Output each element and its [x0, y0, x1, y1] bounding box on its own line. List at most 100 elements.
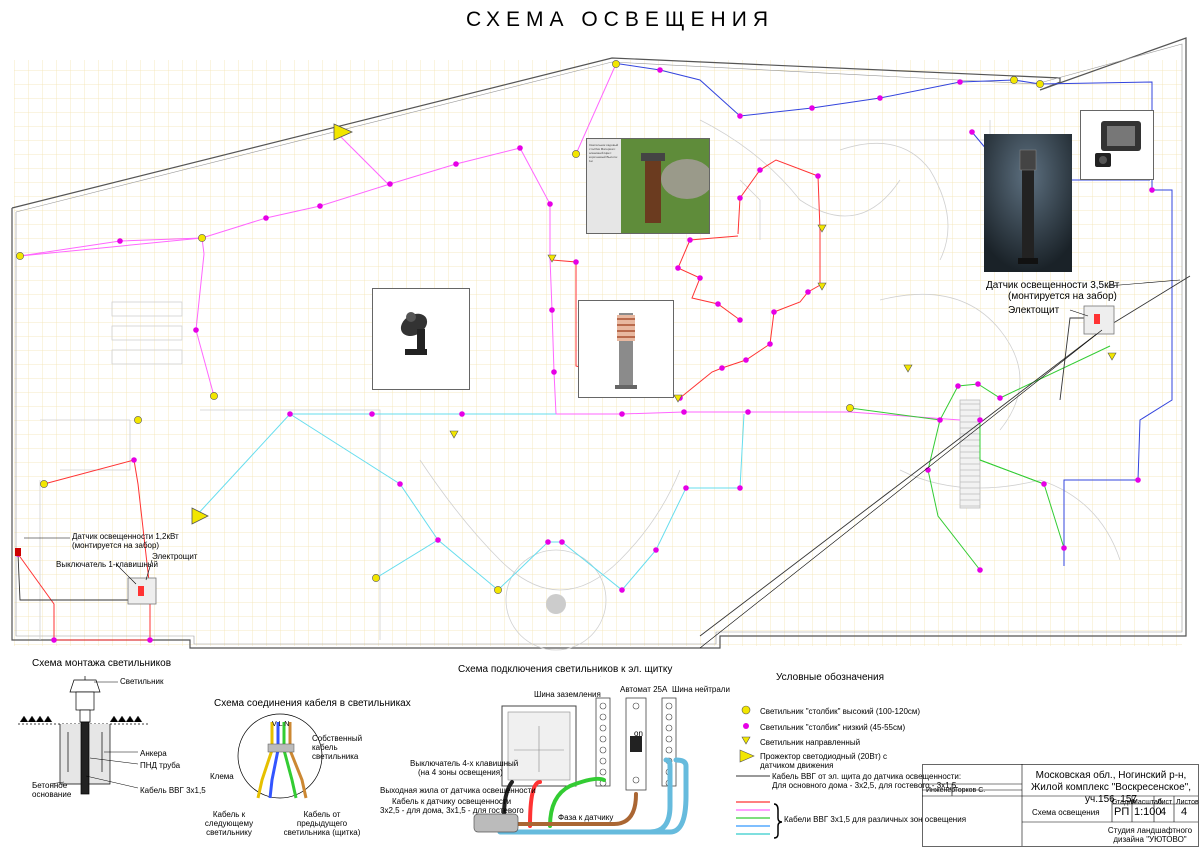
staircase [959, 399, 981, 509]
lamp-low-marker [683, 485, 689, 491]
legend-item-4: Прожектор светодиодный (20Вт) с датчиком… [760, 752, 887, 770]
label-panel-small: Электрощит [152, 552, 198, 561]
lamp-low-marker [715, 301, 721, 307]
bus-screw [599, 768, 607, 776]
label-mount-anchor: Анкера [140, 749, 167, 758]
bus-screw [599, 746, 607, 754]
label-off: off [634, 756, 643, 765]
lamp-low-marker [387, 181, 393, 187]
label-switch4-note: (на 4 зоны освещения) [418, 768, 503, 777]
lamp-low-marker [719, 365, 725, 371]
lamp-low-marker [757, 167, 763, 173]
lamp-low-marker [815, 173, 821, 179]
label-mount-concrete: Бетонное основание [32, 781, 72, 799]
lamp-low-marker [559, 539, 565, 545]
lamp-directional-marker [547, 254, 557, 263]
stamp-studio: Студия ландшафтного дизайна "УЮТОВО" [1107, 826, 1193, 844]
round-feature [546, 594, 566, 614]
lamp-high-marker [16, 252, 24, 260]
lamp-low-marker [937, 417, 943, 423]
stamp-sheets: 4 [1181, 806, 1188, 818]
label-phase: Фаза к датчику [558, 813, 614, 822]
lamp-low-marker [745, 409, 751, 415]
leader-lines [24, 279, 1181, 649]
lamp-low-marker [619, 587, 625, 593]
lamp-high-marker [372, 574, 380, 582]
photo-led-projector [1080, 110, 1154, 180]
legend-cable-main-note: Для основного дома - 3х2,5, для гостевог… [772, 781, 957, 790]
lamp-high-marker [846, 404, 854, 412]
lamp-low-marker [969, 129, 975, 135]
lamp-high-marker [494, 586, 502, 594]
photo-lamp-bollard-stripes [578, 300, 674, 398]
lamp-low-marker [653, 547, 659, 553]
label-ground-bus: Шина заземления [534, 690, 601, 699]
lamp-low-marker [549, 307, 555, 313]
lamp-low-marker [453, 161, 459, 167]
lamp-low-marker [955, 383, 961, 389]
lamp-low-marker [317, 203, 323, 209]
lamp-high-marker [40, 480, 48, 488]
mount-scheme-drawing [18, 676, 150, 795]
breaker-screw [632, 702, 640, 710]
lamp-low-marker [131, 457, 137, 463]
electrical-panel-big [1083, 305, 1115, 335]
cable-scheme-title: Схема соединения кабеля в светильниках [214, 698, 411, 709]
stamp-engineer-name: Торков С. [954, 787, 986, 794]
lamp-directional-marker [903, 364, 913, 373]
electrical-panel-small [127, 577, 157, 605]
photo-lamp-spot [372, 288, 470, 390]
stamp-sheet: 4 [1160, 806, 1167, 818]
photo-lamp-garden: Светильник садовый столбик Материал: алю… [586, 138, 710, 234]
lamp-directional-marker [449, 430, 459, 439]
label-next-cable: Кабель к следующему светильнику [204, 810, 254, 837]
label-on: on [634, 729, 643, 738]
breaker-screw [632, 776, 640, 784]
stamp-sheet-name: Схема освещения [1032, 808, 1100, 817]
lamp-low-marker [117, 238, 123, 244]
stamp-sheet-header: Лист [1157, 799, 1173, 806]
sensor-small-dot [15, 548, 21, 556]
label-mount-cable: Кабель ВВГ 3х1,5 [140, 786, 206, 795]
label-mount-lamp: Светильник [120, 677, 164, 686]
lamp-low-marker [687, 237, 693, 243]
legend-lamp-dir-symbol [741, 736, 751, 745]
stamp-scale: 1:100 [1134, 806, 1162, 818]
lamp-low-marker [675, 265, 681, 271]
lamp-low-marker [737, 113, 743, 119]
stamp-engineer-label: Инженер [926, 787, 956, 794]
lamp-low-marker [877, 95, 883, 101]
label-clamp: Клема [210, 772, 234, 781]
lamps-directional-group [449, 224, 1117, 439]
label-sensor-small-note: (монтируется на забор) [72, 541, 160, 550]
bus-screw [665, 724, 673, 732]
label-switch4: Выключатель 4-х клавишный [410, 759, 519, 768]
lamp-low-marker [287, 411, 293, 417]
lamp-low-marker [997, 395, 1003, 401]
stamp-stage: РП [1114, 806, 1130, 818]
lamp-low-marker [925, 467, 931, 473]
site-boundary [11, 37, 1187, 649]
legend-cable-lines [736, 775, 783, 839]
lamp-low-marker [435, 537, 441, 543]
lamp-low-marker [1135, 477, 1141, 483]
cable-connection-drawing [237, 713, 323, 799]
label-cable-sizes: 3х2,5 - для дома, 3х1,5 - для гостевого [380, 806, 524, 815]
spot-lamp-icon [373, 289, 469, 389]
sheet-title: СХЕМА ОСВЕЩЕНИЯ [466, 8, 774, 31]
photo-card-text: Светильник садовый столбик Материал: алю… [589, 143, 619, 163]
lamp-low-marker [51, 637, 57, 643]
lamp-low-marker [545, 539, 551, 545]
lamp-low-marker [771, 309, 777, 315]
lamp-low-marker [681, 409, 687, 415]
lamp-low-marker [809, 105, 815, 111]
lamp-high-marker [612, 60, 620, 68]
bus-screw [599, 735, 607, 743]
lamp-low-marker [805, 289, 811, 295]
mount-scheme-title: Схема монтажа светильников [32, 658, 172, 669]
lamp-low-marker [397, 481, 403, 487]
title-stamp [922, 764, 1199, 847]
landscape-sketch [39, 119, 1121, 651]
lamp-low-marker [743, 357, 749, 363]
lamp-low-marker [657, 67, 663, 73]
